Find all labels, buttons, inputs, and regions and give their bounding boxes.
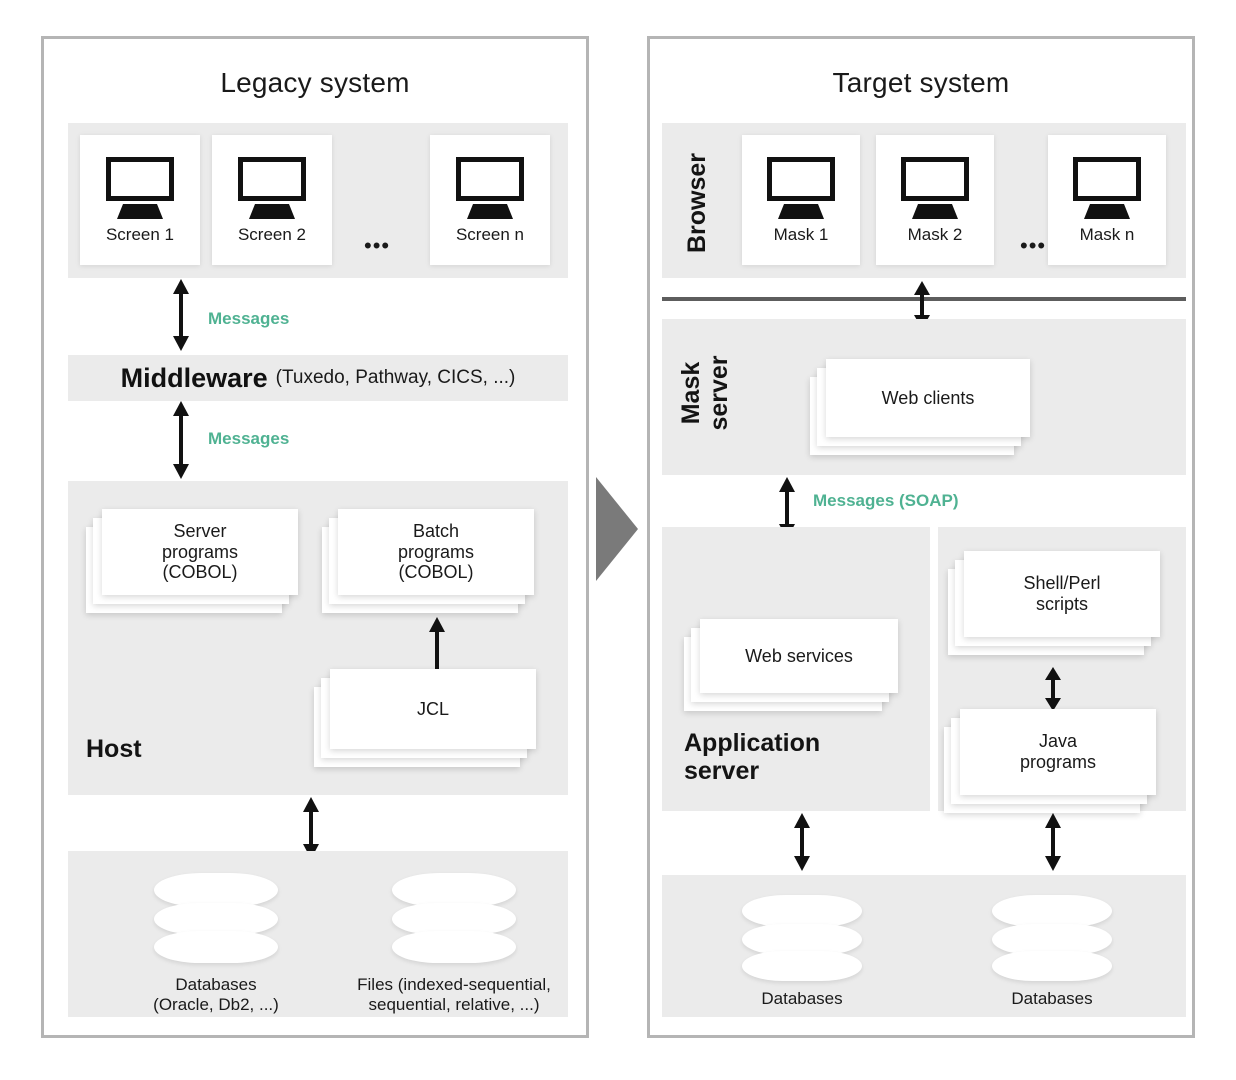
host-label: Host <box>86 735 142 763</box>
target-mask-tile-2[interactable]: Mask 2 <box>876 135 994 265</box>
monitor-icon <box>1070 157 1144 219</box>
stack-server-programs-body[interactable]: Server programs (COBOL) <box>86 509 306 619</box>
legacy-system-panel: Legacy system Screen 1 Screen 2 ••• Scre… <box>41 36 589 1038</box>
legacy-screen-tile-2[interactable]: Screen 2 <box>212 135 332 265</box>
stack-jcl[interactable]: JCL <box>314 669 544 774</box>
database-cylinder-icon <box>154 873 278 963</box>
target-mask-tile-n[interactable]: Mask n <box>1048 135 1166 265</box>
stack-label-java-programs: Java programs <box>1019 731 1097 772</box>
target-messages-soap-label: Messages (SOAP) <box>813 491 959 510</box>
middleware-detail: (Tuxedo, Pathway, CICS, ...) <box>275 367 516 388</box>
application-server-label: Application server <box>684 729 821 785</box>
middleware-name: Middleware <box>120 362 268 393</box>
target-mask-label-1: Mask 1 <box>773 225 829 244</box>
stack-web-clients[interactable]: Web clients <box>810 359 1042 459</box>
target-mask-label-n: Mask n <box>1079 225 1135 244</box>
monitor-icon <box>764 157 838 219</box>
stack-label-web-clients: Web clients <box>881 387 975 408</box>
legacy-storage-label-files: Files (indexed-sequential, sequential, r… <box>357 975 551 1015</box>
monitor-icon <box>898 157 972 219</box>
legacy-panel-title: Legacy system <box>220 67 410 98</box>
target-storage-label-right: Databases <box>1011 989 1093 1008</box>
stack-label-server-programs: Server programs (COBOL) <box>161 520 239 583</box>
legacy-messages-label-bottom: Messages <box>208 429 290 448</box>
legacy-screen-label-1: Screen 1 <box>105 225 175 244</box>
stack-java-programs[interactable]: Java programs <box>944 709 1172 821</box>
arrow-jcl-batch <box>426 617 448 671</box>
target-mask-tile-1[interactable]: Mask 1 <box>742 135 860 265</box>
legacy-screen-label-n: Screen n <box>455 225 525 244</box>
arrow-scripts-java <box>1042 667 1064 711</box>
legacy-screen-tile-1[interactable]: Screen 1 <box>80 135 200 265</box>
legacy-screens-ellipsis: ••• <box>364 233 391 258</box>
legacy-screen-tile-n[interactable]: Screen n <box>430 135 550 265</box>
target-mask-label-2: Mask 2 <box>907 225 963 244</box>
browser-label: Browser <box>683 152 711 254</box>
stack-shell-perl-scripts[interactable]: Shell/Perl scripts <box>948 551 1172 663</box>
stack-label-web-services: Web services <box>745 645 853 666</box>
monitor-icon <box>453 157 527 219</box>
monitor-icon <box>103 157 177 219</box>
arrow-middleware-host <box>170 401 192 479</box>
target-masks-ellipsis: ••• <box>1020 233 1047 258</box>
database-cylinder-icon <box>742 895 862 981</box>
database-cylinder-icon <box>392 873 516 963</box>
stack-label-batch-programs: Batch programs (COBOL) <box>397 520 475 583</box>
legacy-messages-label-top: Messages <box>208 309 290 328</box>
stack-batch-programs[interactable]: Batch programs (COBOL) <box>322 509 542 619</box>
middleware-bar: Middleware (Tuxedo, Pathway, CICS, ...) <box>68 355 568 401</box>
target-storage-label-left: Databases <box>761 989 843 1008</box>
arrow-host-storage <box>300 797 322 859</box>
mask-server-label: Mask server <box>677 355 733 431</box>
stack-web-services[interactable]: Web services <box>684 619 912 717</box>
arrow-appserver-databases <box>791 813 813 871</box>
migration-arrow-icon <box>596 477 638 586</box>
stack-label-jcl: JCL <box>416 698 449 719</box>
legacy-storage-label-databases: Databases (Oracle, Db2, ...) <box>153 975 279 1015</box>
target-system-panel: Target system Browser Mask 1 Mask 2 ••• … <box>647 36 1195 1038</box>
monitor-icon <box>235 157 309 219</box>
stack-label-shell-perl-scripts: Shell/Perl scripts <box>1023 573 1101 614</box>
target-panel-title: Target system <box>832 67 1010 98</box>
legacy-screen-label-2: Screen 2 <box>237 225 307 244</box>
arrow-screens-middleware <box>170 279 192 351</box>
arrow-scripts-databases <box>1042 813 1064 871</box>
database-cylinder-icon <box>992 895 1112 981</box>
